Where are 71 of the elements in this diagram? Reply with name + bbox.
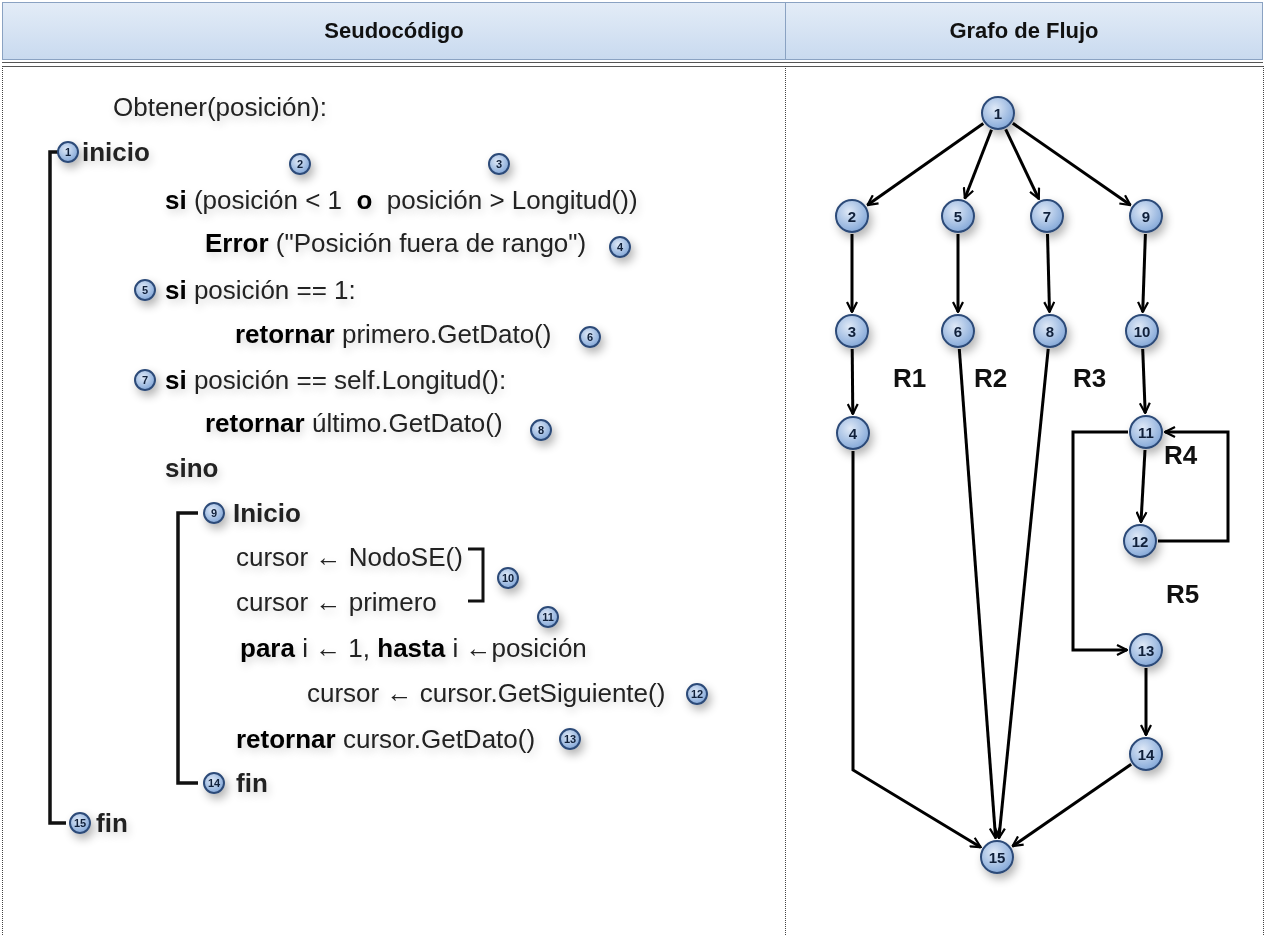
arrow xyxy=(1158,425,1230,543)
code-line: inicio xyxy=(82,136,150,168)
arrow xyxy=(1136,233,1150,314)
arrow xyxy=(1138,348,1151,415)
step-number-circle: 11 xyxy=(537,606,559,628)
code-line: cursor ← NodoSE() xyxy=(236,541,463,573)
flow-node-circle: 3 xyxy=(835,314,869,348)
step-number-circle: 7 xyxy=(134,369,156,391)
flow-node-circle: 15 xyxy=(980,840,1014,874)
code-line: Error ("Posición fuera de rango") xyxy=(205,227,587,259)
code-line: si (posición < 1 o posición > Longitud()) xyxy=(165,184,638,216)
code-line: sino xyxy=(165,452,219,484)
code-line: Inicio xyxy=(233,497,301,529)
code-line: fin xyxy=(96,807,128,839)
flow-node-circle: 12 xyxy=(1123,524,1157,558)
arrow xyxy=(1135,449,1148,524)
flow-node-circle: 10 xyxy=(1125,314,1159,348)
step-number-circle: 10 xyxy=(497,567,519,589)
flow-node-circle: 14 xyxy=(1129,737,1163,771)
flow-node-circle: 5 xyxy=(941,199,975,233)
code-line: para i ← 1, hasta i ←posición xyxy=(240,632,587,664)
arrow xyxy=(1011,762,1133,848)
arrow xyxy=(851,451,982,849)
arrow xyxy=(993,348,1050,840)
flow-node-circle: 4 xyxy=(836,416,870,450)
arrow xyxy=(1071,430,1129,657)
step-number-circle: 13 xyxy=(559,728,581,750)
region-label: R3 xyxy=(1073,363,1107,393)
flow-node-circle: 6 xyxy=(941,314,975,348)
flow-node-circle: 8 xyxy=(1033,314,1067,348)
step-number-circle: 8 xyxy=(530,419,552,441)
flow-node-circle: 1 xyxy=(981,96,1015,130)
step-number-circle: 3 xyxy=(488,153,510,175)
flow-node-circle: 7 xyxy=(1030,199,1064,233)
region-label: R2 xyxy=(974,363,1008,393)
arrow xyxy=(1011,122,1132,207)
column-heading: Seudocódigo xyxy=(324,18,464,44)
arrow xyxy=(1043,233,1056,314)
step-number-circle: 5 xyxy=(134,279,156,301)
arrow xyxy=(845,234,859,314)
region-label: R5 xyxy=(1166,579,1200,609)
arrow xyxy=(866,122,985,207)
code-line: retornar primero.GetDato() xyxy=(235,318,552,350)
step-number-circle: 1 xyxy=(57,141,79,163)
code-line: Obtener(posición): xyxy=(113,91,327,123)
step-number-circle: 6 xyxy=(579,326,601,348)
arrow xyxy=(846,349,859,416)
flow-node-circle: 13 xyxy=(1129,633,1163,667)
flow-node-circle: 11 xyxy=(1129,415,1163,449)
code-line: si posición == self.Longitud(): xyxy=(165,364,507,396)
code-line: si posición == 1: xyxy=(165,274,356,306)
region-label: R1 xyxy=(893,363,927,393)
arrow xyxy=(962,129,993,200)
code-line: fin xyxy=(236,767,268,799)
code-line: retornar último.GetDato() xyxy=(205,407,503,439)
step-number-circle: 4 xyxy=(609,236,631,258)
code-line: cursor ← primero xyxy=(236,586,437,618)
step-number-circle: 14 xyxy=(203,772,225,794)
code-line: retornar cursor.GetDato() xyxy=(236,723,536,755)
step-number-circle: 2 xyxy=(289,153,311,175)
arrow xyxy=(1004,128,1041,200)
flow-node-circle: 9 xyxy=(1129,199,1163,233)
flow-node-circle: 2 xyxy=(835,199,869,233)
region-label: R4 xyxy=(1164,440,1198,470)
step-number-circle: 15 xyxy=(69,812,91,834)
arrow xyxy=(1139,668,1153,737)
code-line: cursor ← cursor.GetSiguiente() xyxy=(307,677,666,709)
step-number-circle: 12 xyxy=(686,683,708,705)
step-number-circle: 9 xyxy=(203,502,225,524)
column-heading: Grafo de Flujo xyxy=(949,18,1099,44)
arrow xyxy=(951,234,965,314)
